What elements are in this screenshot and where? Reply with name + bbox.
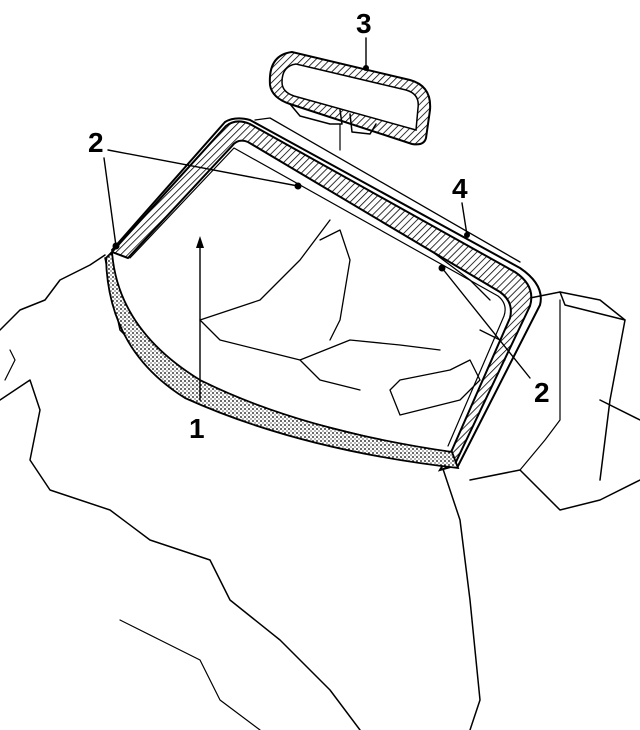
mirror-leader-dot <box>363 65 369 71</box>
leader-2c <box>441 267 531 379</box>
callout-4-weatherstrip: 4 <box>452 173 468 204</box>
leader-2a <box>107 149 299 187</box>
callout-3-mirror: 3 <box>356 8 372 39</box>
callout-2-molding-left: 2 <box>88 127 104 158</box>
molding-clip-right <box>438 264 446 272</box>
weatherstrip-outer <box>111 117 542 467</box>
callout-2-molding-right: 2 <box>534 377 550 408</box>
molding-clip-top <box>294 182 302 190</box>
leader-1-arrowhead <box>196 236 204 248</box>
vehicle-body-outline <box>0 254 640 730</box>
leader-lines <box>103 37 531 401</box>
windshield-frame-band <box>110 120 533 472</box>
weatherstrip-inner-edge <box>254 117 521 263</box>
leader-4 <box>461 202 468 236</box>
rearview-mirror <box>268 50 432 151</box>
windshield-glass <box>129 147 506 447</box>
windshield-lower-molding <box>105 249 460 470</box>
molding-clip-left <box>112 242 120 250</box>
leader-2b <box>103 157 117 247</box>
callout-1-windshield: 1 <box>189 413 205 444</box>
weatherstrip-leader-dot <box>464 232 470 238</box>
